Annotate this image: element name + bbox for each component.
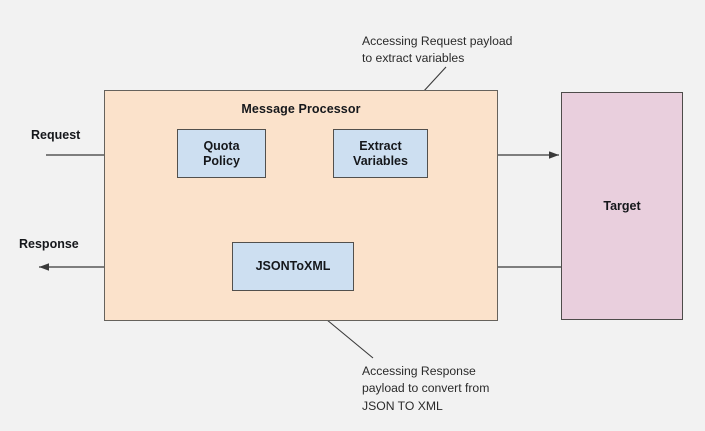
policy-node-jsontoxml[interactable]: JSONToXML bbox=[232, 242, 354, 291]
message-processor-title: Message Processor bbox=[241, 102, 361, 116]
request-flow-label: Request bbox=[31, 128, 81, 142]
policy-label-line-2: Variables bbox=[353, 153, 408, 168]
annotation-response-payload: Accessing Response payload to convert fr… bbox=[362, 364, 490, 413]
target-container[interactable]: Target bbox=[561, 92, 683, 320]
response-flow-label: Response bbox=[19, 237, 79, 251]
policy-label-extract-variables: Extract Variables bbox=[353, 139, 408, 169]
policy-node-extract-variables[interactable]: Extract Variables bbox=[333, 129, 428, 178]
annotation-request-payload: Accessing Request payload to extract var… bbox=[362, 34, 513, 66]
policy-label-line-2: Policy bbox=[203, 153, 240, 168]
policy-label-line-1: Extract bbox=[359, 138, 402, 153]
policy-label-line-1: Quota bbox=[203, 138, 240, 153]
policy-label-jsontoxml: JSONToXML bbox=[255, 259, 331, 274]
policy-label-quota-policy: Quota Policy bbox=[203, 139, 240, 169]
target-label: Target bbox=[603, 198, 641, 213]
policy-node-quota-policy[interactable]: Quota Policy bbox=[177, 129, 266, 178]
